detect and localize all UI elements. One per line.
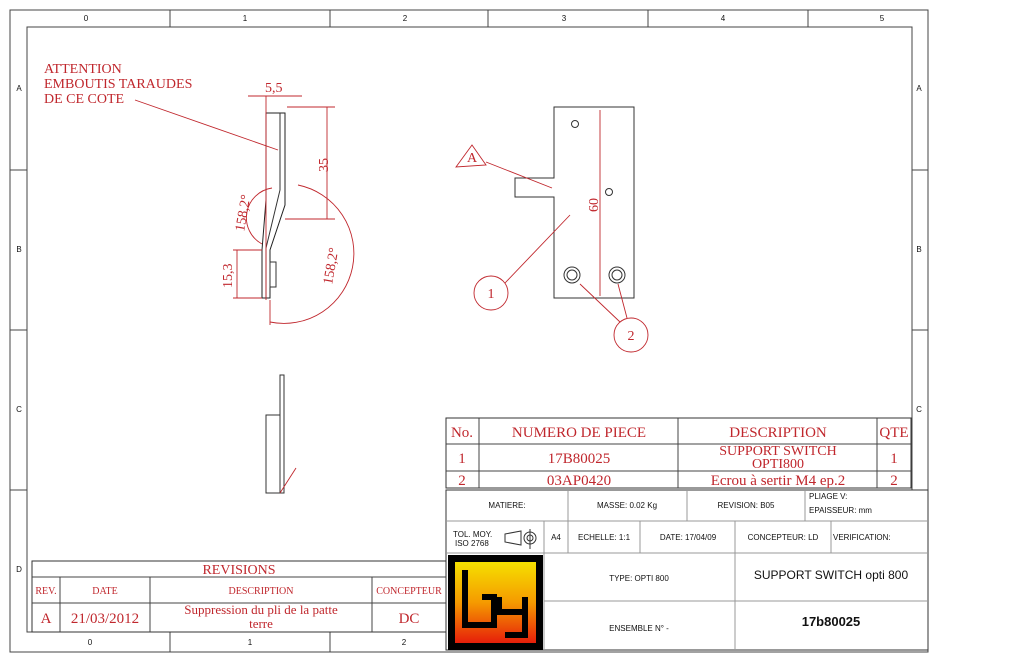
verification: VERIFICATION: <box>833 533 891 542</box>
col-label: 0 <box>88 638 93 647</box>
col-label: 1 <box>248 638 253 647</box>
svg-text:15,3: 15,3 <box>221 264 236 289</box>
tolerance: ISO 2768 <box>455 539 489 548</box>
side-view-profile <box>261 112 286 299</box>
hole-icon <box>571 120 579 128</box>
svg-text:60: 60 <box>587 198 602 212</box>
rev-desc: terre <box>249 616 273 631</box>
hole-icon <box>605 188 613 196</box>
outer-frame <box>9 9 929 653</box>
title-block: MATIERE: MASSE: 0.02 Kg REVISION: B05 PL… <box>445 489 929 651</box>
attention-leader <box>134 99 279 151</box>
parts-header-no: No. <box>451 425 473 441</box>
part-desc: Ecrou à sertir M4 ep.2 <box>711 473 846 489</box>
ensemble: ENSEMBLE N° - <box>609 624 669 633</box>
parts-header-qty: QTE <box>879 425 908 441</box>
part-number: 03AP0420 <box>547 473 611 489</box>
part-qty: 2 <box>890 473 898 489</box>
drawing-number: 17b80025 <box>802 614 861 629</box>
rev-by: DC <box>399 611 420 627</box>
row-label: B <box>916 245 921 254</box>
date: DATE: 17/04/09 <box>660 533 717 542</box>
pliage: PLIAGE V: <box>809 492 847 501</box>
svg-text:158,2°: 158,2° <box>233 194 254 233</box>
col-label: 3 <box>562 14 567 23</box>
svg-text:DE CE COTE: DE CE COTE <box>44 92 124 107</box>
rev-header: DESCRIPTION <box>228 586 293 597</box>
svg-text:158,2°: 158,2° <box>321 247 342 286</box>
rev-id: A <box>41 611 52 627</box>
front-view-annotations <box>455 110 649 353</box>
concepteur: CONCEPTEUR: LD <box>748 533 819 542</box>
col-label: 5 <box>880 14 885 23</box>
crimp-nut-icon <box>608 266 626 284</box>
svg-text:5,5: 5,5 <box>265 81 283 96</box>
echelle: ECHELLE: 1:1 <box>578 533 631 542</box>
bottom-view-profile <box>279 374 285 494</box>
part-no: 1 <box>458 451 466 467</box>
parts-header-desc: DESCRIPTION <box>729 425 827 441</box>
row-label: C <box>16 405 22 414</box>
front-view-profile <box>514 106 635 299</box>
part-desc: OPTI800 <box>752 457 804 472</box>
revision: REVISION: B05 <box>718 501 775 510</box>
rev-header: CONCEPTEUR <box>376 586 442 597</box>
side-view-inner <box>265 113 281 298</box>
tolerance: TOL. MOY. <box>453 530 492 539</box>
crimp-nut-side <box>269 261 277 288</box>
part-no: 2 <box>458 473 466 489</box>
rev-date: 21/03/2012 <box>71 611 139 627</box>
datum-label: A <box>467 151 478 166</box>
type: TYPE: OPTI 800 <box>609 574 669 583</box>
rev-header: REV. <box>35 586 56 597</box>
part-number: 17B80025 <box>548 451 611 467</box>
bottom-view-nut <box>265 414 281 494</box>
rev-header: DATE <box>92 586 118 597</box>
row-label: A <box>916 84 922 93</box>
row-label: C <box>916 405 922 414</box>
col-label: 0 <box>84 14 89 23</box>
zone-labels: 0 1 2 3 4 5 A B C D A B C 0 1 2 <box>16 14 922 647</box>
parts-list-table: No. NUMERO DE PIECE DESCRIPTION QTE 1 17… <box>445 417 912 489</box>
col-label: 2 <box>402 638 407 647</box>
format: A4 <box>551 533 561 542</box>
balloon-1: 1 <box>488 287 495 302</box>
masse: MASSE: 0.02 Kg <box>597 501 657 510</box>
dimension-labels: 5,5 35 158,2° 158,2° 15,3 60 <box>221 81 602 288</box>
revisions-table: REVISIONS REV. DATE DESCRIPTION CONCEPTE… <box>31 560 447 633</box>
svg-text:ATTENTION: ATTENTION <box>44 62 122 77</box>
attention-note: ATTENTION EMBOUTIS TARAUDES DE CE COTE <box>44 62 192 107</box>
drawing-title: SUPPORT SWITCH opti 800 <box>754 568 909 582</box>
row-label: B <box>16 245 21 254</box>
parts-header-part: NUMERO DE PIECE <box>512 425 646 441</box>
epaisseur: EPAISSEUR: mm <box>809 506 872 515</box>
matiere: MATIERE: <box>488 501 525 510</box>
svg-text:35: 35 <box>317 158 332 172</box>
rev-desc: Suppression du pli de la patte <box>184 602 338 617</box>
balloon-2: 2 <box>628 329 635 344</box>
svg-text:EMBOUTIS TARAUDES: EMBOUTIS TARAUDES <box>44 77 192 92</box>
part-desc: SUPPORT SWITCH <box>719 444 837 459</box>
row-label: D <box>16 565 22 574</box>
col-label: 2 <box>403 14 408 23</box>
projection-symbol-icon <box>504 529 537 549</box>
row-label: A <box>16 84 22 93</box>
col-label: 4 <box>721 14 726 23</box>
revisions-title: REVISIONS <box>202 563 275 578</box>
dimension-lines <box>233 95 355 325</box>
company-logo <box>448 555 543 650</box>
col-label: 1 <box>243 14 248 23</box>
crimp-nut-icon <box>563 266 581 284</box>
part-qty: 1 <box>890 451 898 467</box>
